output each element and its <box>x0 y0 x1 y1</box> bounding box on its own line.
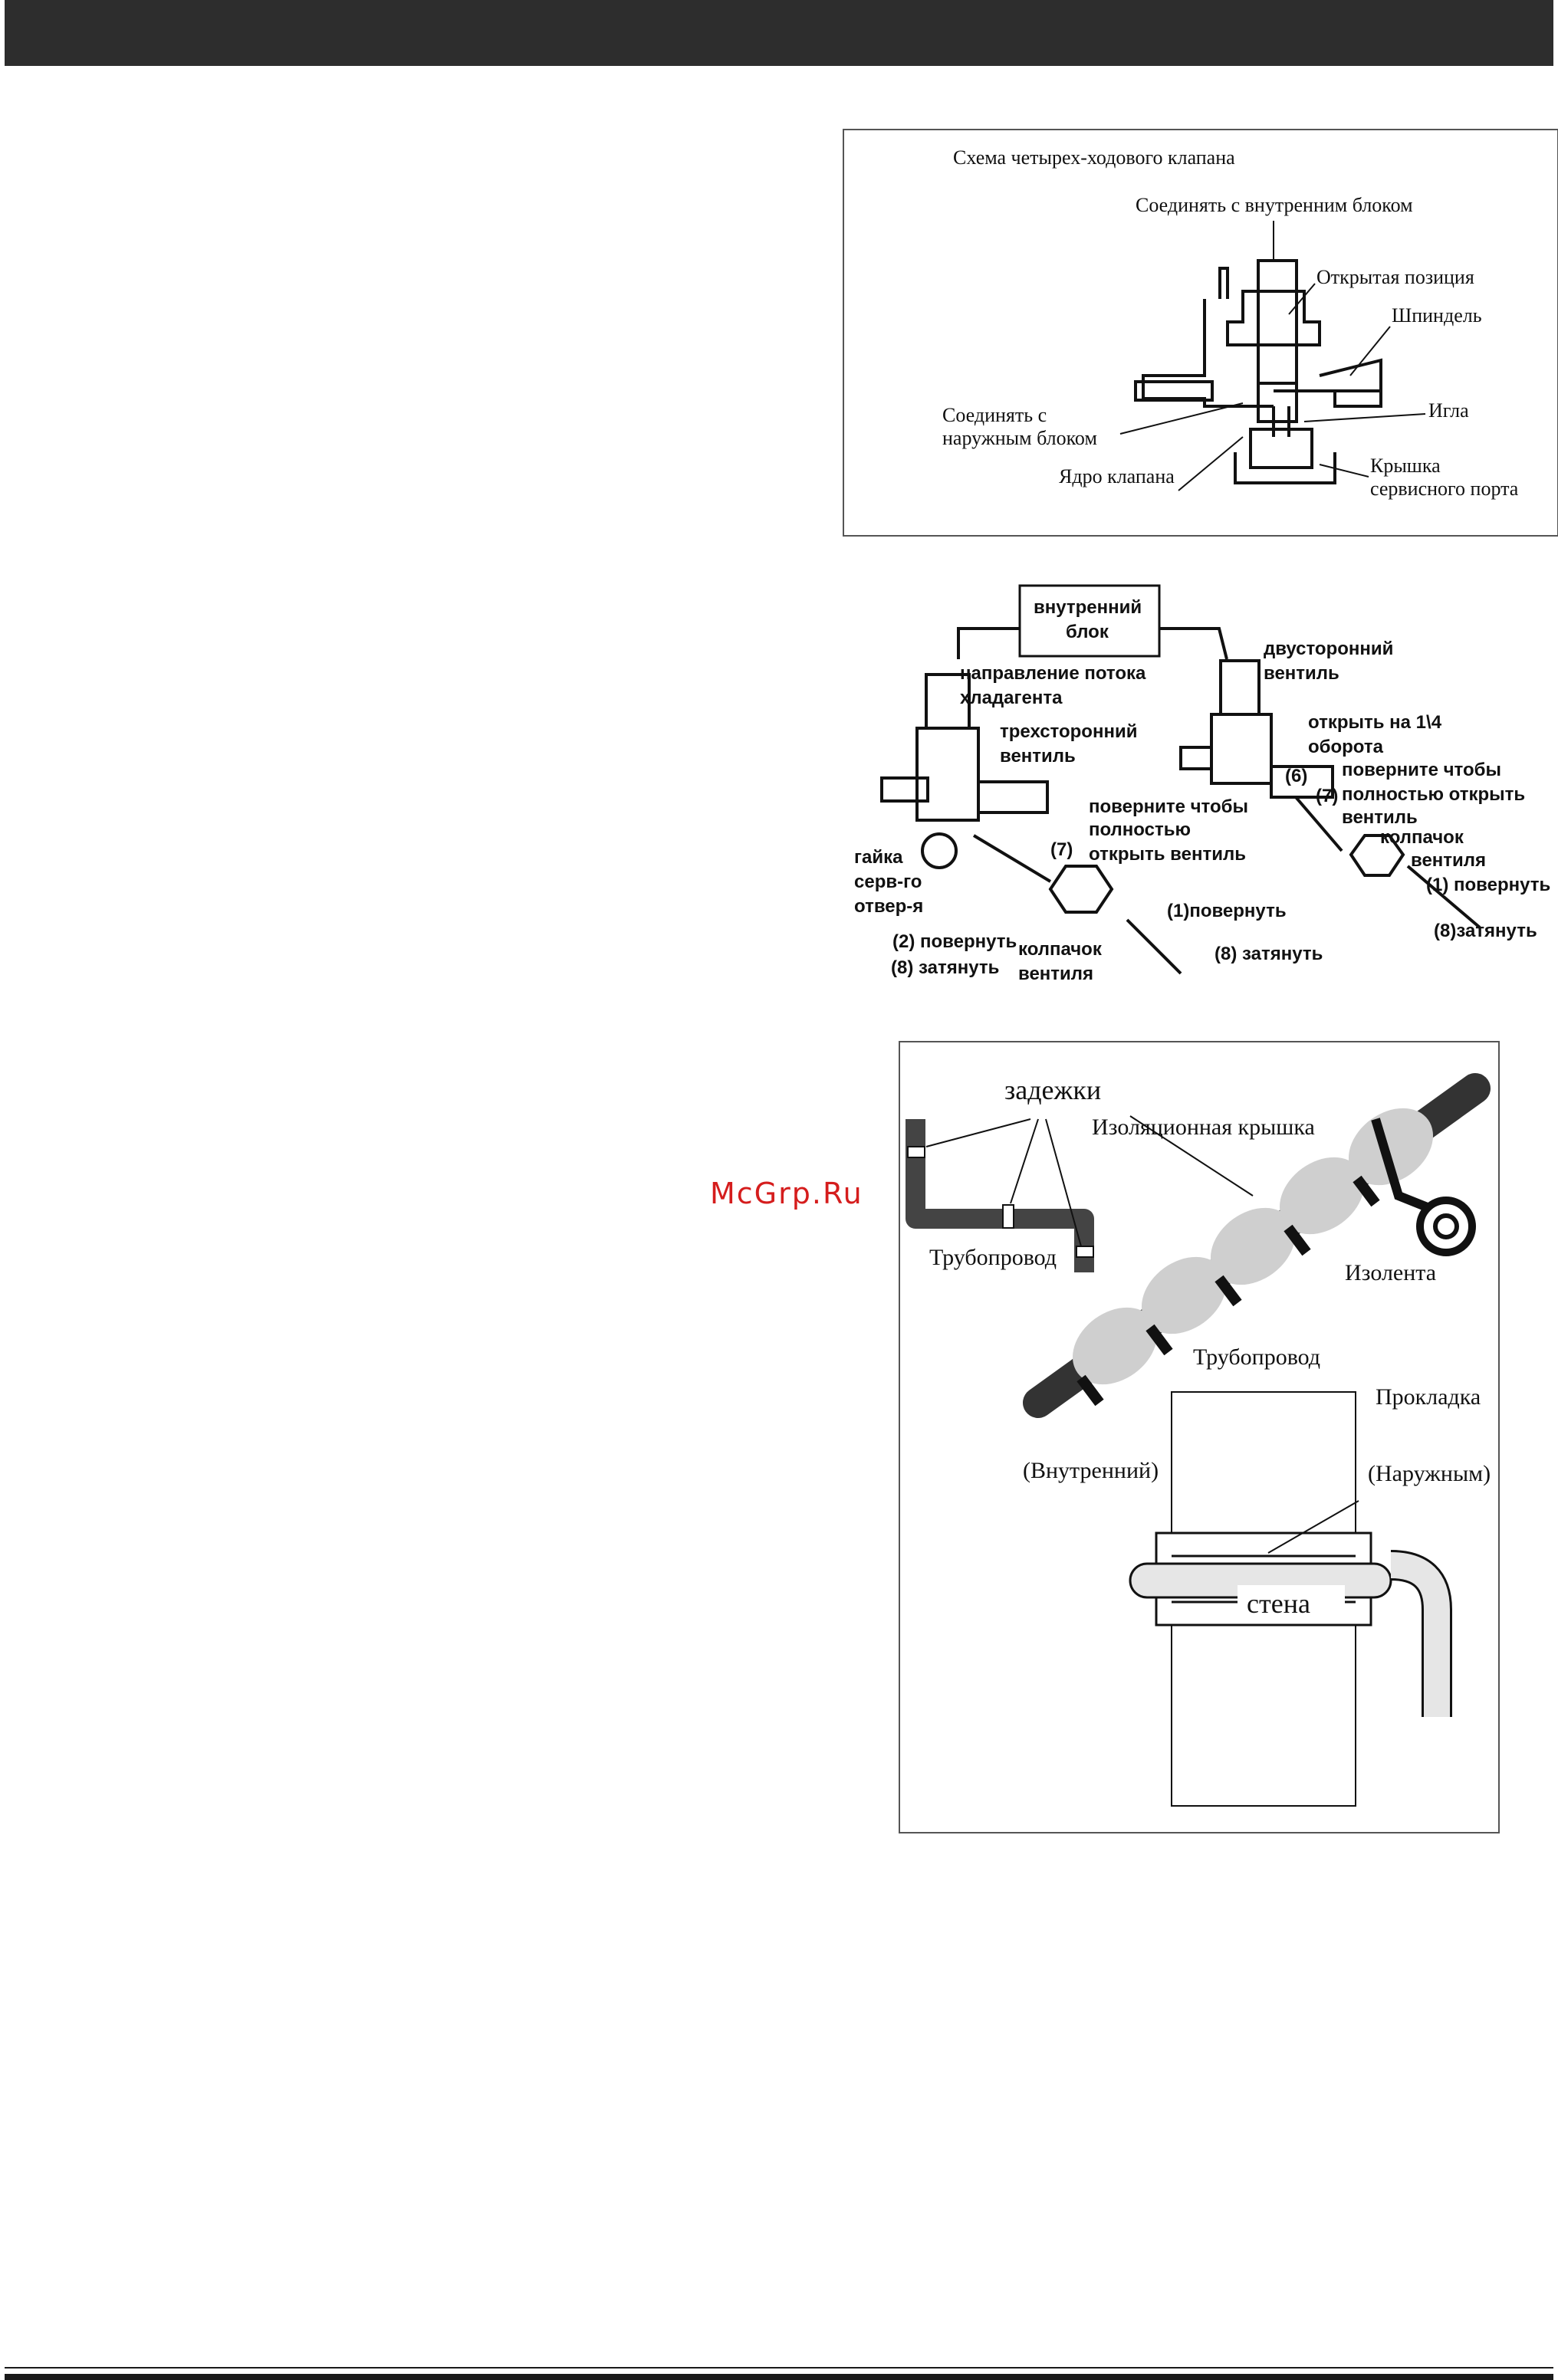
label-turn-open-c1: поверните чтобы <box>1089 796 1248 817</box>
figure1-title: Схема четырех-ходового клапана <box>953 146 1235 169</box>
label-turn-open-c2: полностью <box>1089 819 1191 840</box>
valve-drawing <box>1119 221 1426 491</box>
valve-operation-drawing <box>880 584 1481 975</box>
label-three-way-2: вентиль <box>1000 746 1076 767</box>
label-cap-r1: колпачок <box>1380 827 1464 848</box>
label-indoor: (Внутренний) <box>1023 1458 1159 1483</box>
label-nut-2: серв-го <box>854 872 922 892</box>
label-two-way-2: вентиль <box>1264 663 1339 684</box>
label-insulation-cover: Изоляционная крышка <box>1092 1114 1315 1140</box>
label-nut-1: гайка <box>854 847 903 868</box>
label-cap-c1: колпачок <box>1018 939 1103 960</box>
footer-rule-thin <box>5 2367 1553 2369</box>
label-turn-open-r2: полностью открыть <box>1342 784 1525 805</box>
valve-operation-figure: внутренний блок направление потока хлада… <box>843 575 1556 1004</box>
label-connect-indoor: Соединять с внутренним блоком <box>1136 194 1413 216</box>
label-two-way-1: двусторонний <box>1264 638 1393 659</box>
label-turn-open-r1: поверните чтобы <box>1342 760 1501 780</box>
label-cap-c2: вентиля <box>1018 963 1093 984</box>
label-outdoor: (Наружным) <box>1368 1461 1491 1486</box>
label-tape: Изолента <box>1345 1260 1436 1285</box>
label-open-position: Открытая позиция <box>1316 266 1474 288</box>
label-turn2: (2) повернуть <box>892 931 1017 952</box>
label-cap-r2: вентиля <box>1411 850 1486 871</box>
label-tighten8-left: (8) затянуть <box>891 957 999 978</box>
label-open-quarter-2: оборота <box>1308 737 1384 757</box>
label-turn-open-c3: открыть вентиль <box>1089 844 1246 865</box>
label-valve-core: Ядро клапана <box>1059 465 1175 487</box>
label-pipe-small: Трубопровод <box>929 1245 1057 1270</box>
label-gasket: Прокладка <box>1376 1384 1481 1410</box>
label-service-cap-2: сервисного порта <box>1370 478 1519 500</box>
footer-rule <box>5 2374 1553 2380</box>
label-indoor-unit-1: внутренний <box>1034 597 1142 618</box>
label-connect-outdoor-1: Соединять с <box>942 404 1047 426</box>
label-three-way-1: трехсторонний <box>1000 721 1137 742</box>
four-way-valve-figure: Схема четырех-ходового клапана Соединять… <box>843 129 1558 537</box>
label-needle: Игла <box>1428 399 1469 422</box>
label-clamps: задежки <box>1004 1075 1101 1105</box>
label-turn-open-r3: вентиль <box>1342 807 1418 828</box>
label-service-cap-1: Крышка <box>1370 455 1441 477</box>
label-nut-3: отвер-я <box>854 896 923 917</box>
label-wall: стена <box>1247 1588 1310 1619</box>
label-step7-right: (7) <box>1316 786 1338 806</box>
label-turn1-center: (1)повернуть <box>1167 901 1287 921</box>
label-pipe-main: Трубопровод <box>1193 1344 1320 1370</box>
watermark: McGrp.Ru <box>710 1177 863 1210</box>
label-open-quarter-1: открыть на 1\4 <box>1308 712 1442 733</box>
label-tighten8-center: (8) затянуть <box>1215 944 1323 964</box>
label-flow-dir-2: хладагента <box>960 688 1063 708</box>
label-tighten8-right: (8)затянуть <box>1434 921 1537 941</box>
header-bar <box>5 0 1553 66</box>
label-step7-center: (7) <box>1050 839 1073 860</box>
label-turn1-right: (1) повернуть <box>1426 875 1550 895</box>
label-flow-dir-1: направление потока <box>960 663 1146 684</box>
pipe-insulation-drawing <box>906 1073 1491 1807</box>
label-spindle: Шпиндель <box>1392 304 1482 327</box>
label-connect-outdoor-2: наружным блоком <box>942 427 1097 449</box>
label-indoor-unit-2: блок <box>1066 622 1109 642</box>
pipe-insulation-figure: задежки Изоляционная крышка Трубопровод … <box>899 1041 1500 1833</box>
label-step6: (6) <box>1285 766 1307 786</box>
